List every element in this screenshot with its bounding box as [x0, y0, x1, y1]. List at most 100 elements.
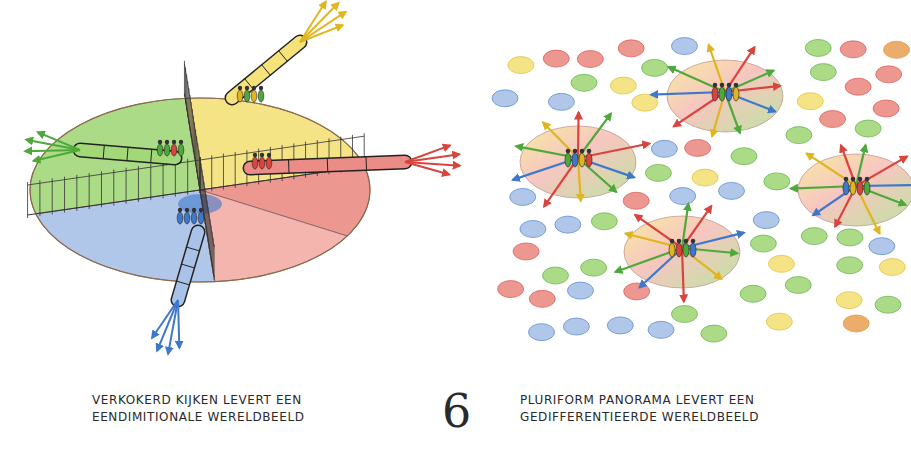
sketch-shape — [667, 60, 783, 132]
sketch-shape — [684, 239, 689, 244]
sketch-shape — [843, 181, 849, 195]
view-arrow — [635, 215, 682, 248]
sketch-shape — [734, 83, 739, 88]
sketch-shape — [244, 90, 250, 102]
sketch-shape — [189, 95, 190, 131]
hatched-fence — [28, 157, 200, 218]
sketch-shape — [177, 212, 183, 224]
worldview-spot — [801, 228, 827, 245]
view-arrow — [856, 156, 907, 186]
viewpoint-cluster — [791, 145, 911, 234]
sketch-shape — [178, 232, 198, 300]
telescope — [250, 145, 460, 174]
sketch-shape — [199, 208, 203, 212]
sketch-shape — [175, 161, 176, 197]
figure-number: 6 — [442, 388, 482, 434]
telescope — [152, 232, 200, 354]
worldview-spot — [567, 282, 593, 299]
worldview-spot — [510, 188, 536, 205]
view-arrow — [26, 140, 80, 150]
telescope — [25, 132, 175, 163]
sketch-shape — [238, 86, 242, 90]
panorama-sketch — [492, 38, 911, 343]
sketch-shape — [252, 157, 258, 169]
sketch-shape — [209, 213, 210, 249]
worldview-spot — [879, 259, 905, 276]
worldview-spot — [719, 182, 745, 199]
worldview-spot — [797, 93, 823, 110]
sketch-shape — [288, 160, 290, 174]
sketch-shape — [191, 102, 192, 138]
sketch-shape — [187, 159, 188, 195]
worldview-spot — [764, 173, 790, 190]
sketch-shape — [204, 182, 205, 218]
viewpoint-cluster — [651, 45, 783, 137]
sketch-shape — [203, 176, 204, 212]
worldview-spot — [543, 50, 569, 67]
sketch-shape — [195, 130, 196, 166]
worldview-spot — [577, 51, 603, 68]
sketch-shape — [676, 243, 682, 257]
sketch-shape — [683, 243, 689, 257]
sketch-shape — [850, 181, 856, 195]
sketch-shape — [235, 152, 236, 188]
view-arrow — [405, 162, 449, 175]
disk-sector — [30, 98, 200, 213]
sketch-shape — [580, 149, 585, 154]
people-group — [177, 208, 204, 224]
worldview-spot — [520, 221, 546, 238]
sketch-shape — [586, 153, 592, 167]
disk-outline — [30, 98, 370, 282]
view-arrow — [725, 71, 774, 92]
sketch-shape — [193, 116, 194, 152]
worldview-spot — [529, 324, 555, 341]
worldview-spot — [873, 100, 899, 117]
sketch-shape — [713, 83, 718, 88]
view-arrow — [152, 300, 178, 338]
sketch-shape — [150, 164, 151, 200]
sketch-shape — [262, 65, 271, 76]
worldview-spot — [843, 315, 869, 332]
sketch-shape — [726, 87, 732, 101]
caption: VERKOKERD KIJKEN LEVERT EEN EENDIMITIONA… — [92, 392, 382, 426]
sketch-shape — [103, 145, 104, 159]
sketch-shape — [266, 157, 272, 169]
sketch-shape — [260, 153, 264, 157]
worldview-spot — [651, 140, 677, 157]
worldview-spot — [837, 229, 863, 246]
worldview-spot — [607, 317, 633, 334]
view-arrow — [577, 112, 580, 158]
worldview-spot — [671, 38, 697, 55]
view-arrow — [405, 154, 459, 162]
sketch-shape — [213, 238, 214, 274]
caption: PLURIFORM PANORAMA LEVERT EEN GEDIFFEREN… — [520, 392, 890, 426]
worldview-spot — [731, 148, 757, 165]
sketch-shape — [200, 157, 201, 193]
sketch-shape — [733, 87, 739, 101]
sketch-shape — [207, 201, 208, 237]
sketch-shape — [223, 154, 224, 190]
sketch-shape — [185, 208, 189, 212]
worldview-spot — [555, 216, 581, 233]
worldview-spot — [492, 90, 518, 107]
view-arrow — [806, 153, 856, 186]
view-arrow — [856, 145, 866, 186]
sketch-shape — [327, 158, 329, 172]
view-arrow — [38, 132, 80, 150]
sketch-shape — [165, 140, 169, 144]
sketch-shape — [572, 153, 578, 167]
sketch-shape — [197, 143, 198, 179]
worldview-spot — [513, 243, 539, 260]
sketch-shape — [89, 173, 90, 209]
sketch-shape — [258, 90, 264, 102]
sketch-shape — [566, 149, 571, 154]
people-group — [252, 153, 272, 169]
sketch-shape — [200, 157, 201, 193]
center-hub — [178, 194, 222, 214]
hatched-fence — [184, 61, 200, 193]
worldview-spot — [701, 325, 727, 342]
sketch-shape — [208, 207, 209, 243]
sketch-shape — [210, 219, 211, 255]
sketch-shape — [211, 225, 212, 261]
